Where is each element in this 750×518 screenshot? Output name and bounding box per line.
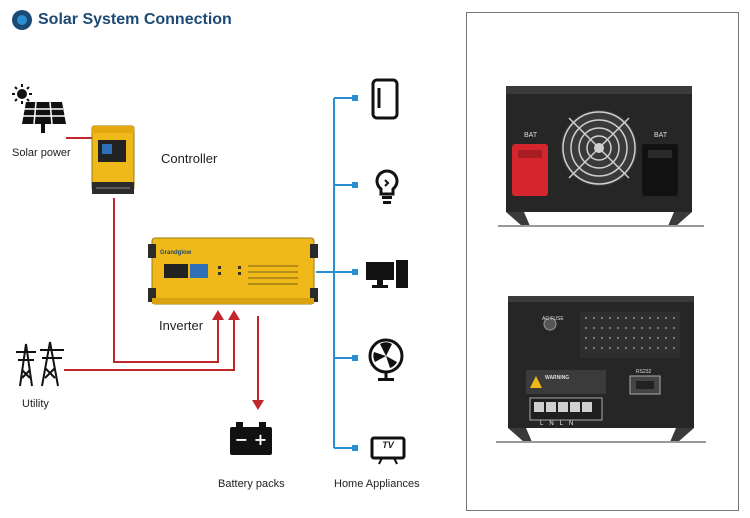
inverter-brand: Grandglow <box>160 250 192 256</box>
light-bulb-icon <box>375 169 399 204</box>
inverter-device <box>148 237 318 305</box>
solar-power-label: Solar power <box>12 147 71 159</box>
utility-label: Utility <box>22 398 49 410</box>
terminal-label: L <box>540 421 544 427</box>
sun-icon <box>12 84 32 104</box>
terminal-labels: L N L N <box>540 421 573 427</box>
appliance-branches <box>334 97 352 449</box>
arrow-utility-inverter <box>228 310 240 320</box>
product-rear-top-photo <box>498 86 704 227</box>
terminal-label: N <box>549 421 554 427</box>
fridge-icon <box>371 78 399 120</box>
bat-left-label: BAT <box>524 132 538 139</box>
appliance-plugs <box>352 95 358 451</box>
terminal-label: N <box>569 421 574 427</box>
ac-fuse-label: AC FUSE <box>542 316 564 322</box>
line-utility-inverter <box>64 318 235 371</box>
title-text: Solar System Connection <box>38 11 232 28</box>
arrow-inverter-battery <box>252 400 264 410</box>
ac-fuse-knob <box>543 317 557 331</box>
controller-device <box>91 125 135 194</box>
battery-icon <box>230 422 272 455</box>
battery-packs-label: Battery packs <box>218 478 285 490</box>
terminal-label: L <box>559 421 564 427</box>
warning-label: WARNING <box>545 375 570 381</box>
arrow-controller-inverter <box>212 310 224 320</box>
monitor-icon <box>366 260 408 288</box>
line-controller-inverter <box>113 198 219 363</box>
solar-panel-icon <box>22 101 66 133</box>
tv-icon <box>370 436 406 465</box>
rs232-label: RS232 <box>636 369 652 375</box>
controller-label: Controller <box>161 151 218 166</box>
inverter-label: Inverter <box>159 318 204 333</box>
diagram-title: Solar System Connection <box>12 7 232 33</box>
title-bullet-icon <box>12 10 32 30</box>
tv-icon-text: TV <box>382 440 394 450</box>
connection-lines <box>64 95 358 451</box>
battery-symbol: − + <box>234 430 268 449</box>
vent-holes <box>580 312 680 358</box>
product-rear-bottom-photo <box>496 296 706 443</box>
bat-right-label: BAT <box>654 132 668 139</box>
home-appliances-label: Home Appliances <box>334 478 420 490</box>
warning-label-plate <box>526 370 606 394</box>
fan-icon <box>368 338 404 381</box>
power-tower-icon <box>16 341 64 387</box>
